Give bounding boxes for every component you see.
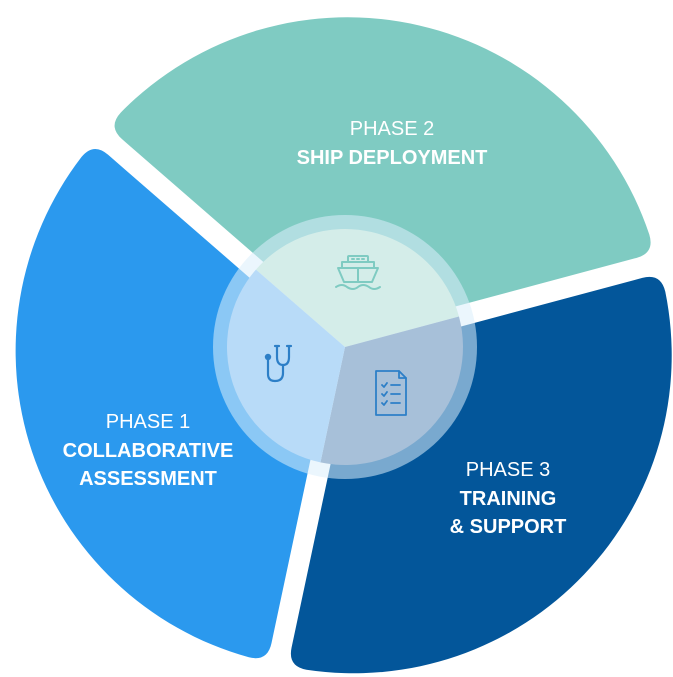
phase-1-title-line-2: ASSESSMENT xyxy=(79,468,217,490)
segment-phase-2 xyxy=(114,17,651,336)
phase-2-title-line-1: SHIP DEPLOYMENT xyxy=(297,147,488,169)
hub xyxy=(213,215,477,479)
stethoscope-icon xyxy=(264,344,293,383)
segment-phase-1 xyxy=(15,148,334,659)
hub-slice-phase-1 xyxy=(226,269,345,463)
phase-1-title-line-1: COLLABORATIVE xyxy=(63,440,234,462)
phase-2-number: PHASE 2 xyxy=(350,118,434,140)
checklist-document-icon xyxy=(375,370,407,416)
phase-1-number: PHASE 1 xyxy=(106,411,190,433)
hub-slice-phase-3 xyxy=(320,316,463,465)
phase-3-number: PHASE 3 xyxy=(466,459,550,481)
phase-2-label: PHASE 2 SHIP DEPLOYMENT xyxy=(297,118,488,169)
phase-3-title-line-1: TRAINING xyxy=(460,488,557,510)
phase-1-label: PHASE 1 COLLABORATIVE ASSESSMENT xyxy=(63,411,234,490)
ship-icon xyxy=(335,255,381,290)
phase-3-title-line-2: & SUPPORT xyxy=(450,516,567,538)
phase-3-label: PHASE 3 TRAINING & SUPPORT xyxy=(450,459,567,538)
